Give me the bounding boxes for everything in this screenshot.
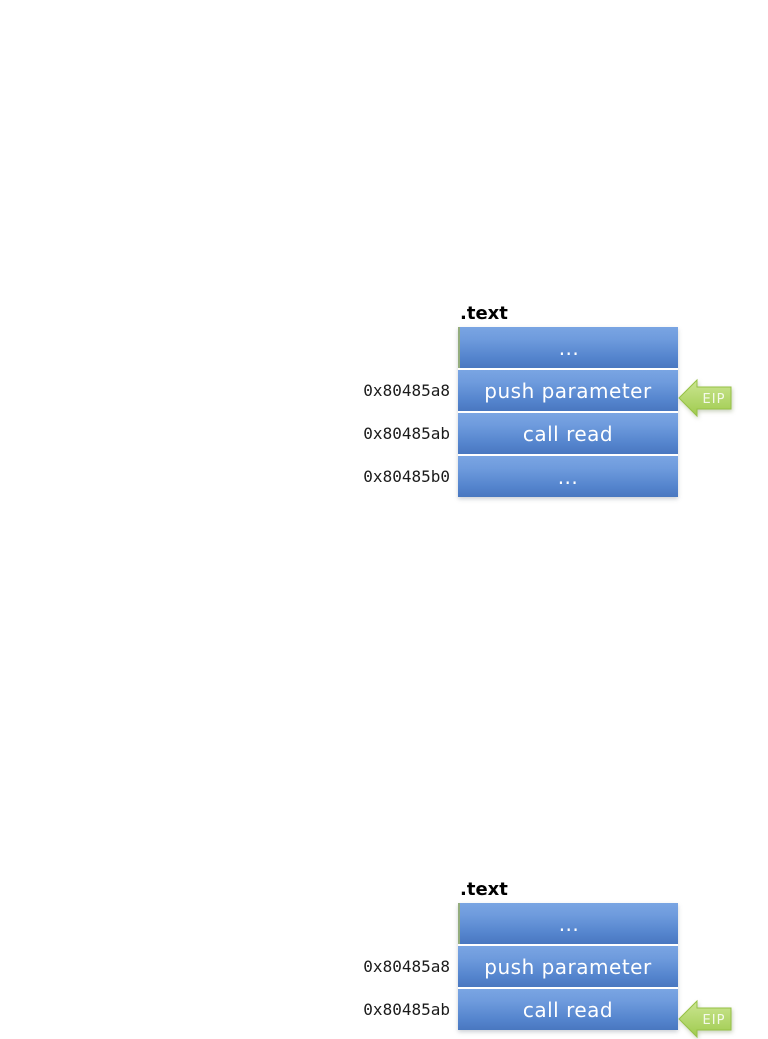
eip-arrow-shape xyxy=(678,378,732,418)
eip-label: EIP xyxy=(703,1013,726,1028)
memory-row: 0x80485ab call read EIP xyxy=(363,989,732,1039)
eip-label: EIP xyxy=(703,392,726,407)
instruction-label: push parameter xyxy=(484,378,652,403)
section-label: .text xyxy=(460,879,508,900)
instruction-label: ... xyxy=(558,911,580,936)
memory-row: 0x80485a8 push parameter xyxy=(363,946,678,987)
address-label: 0x80485a8 xyxy=(363,381,450,400)
eip-arrow-icon: EIP xyxy=(678,378,732,418)
memory-row: 0x80485b0 ... xyxy=(363,456,678,497)
address-label: 0x80485ab xyxy=(363,1000,450,1019)
instruction-label: call read xyxy=(522,997,614,1022)
memory-row: ... xyxy=(458,903,678,944)
address-label: 0x80485a8 xyxy=(363,957,450,976)
instruction-label: ... xyxy=(557,464,579,489)
instruction-label: push parameter xyxy=(484,954,652,979)
eip-arrow-icon: EIP xyxy=(678,999,732,1039)
memory-row: 0x80485ab call read xyxy=(363,413,678,454)
address-label: 0x80485ab xyxy=(363,424,450,443)
memory-diagram-2: .text ... 0x80485a8 push parameter 0x804… xyxy=(363,879,732,1039)
memory-row: ... xyxy=(458,327,678,368)
address-label: 0x80485b0 xyxy=(363,467,450,486)
instruction-label: ... xyxy=(558,335,580,360)
memory-diagram-1: .text ... 0x80485a8 push parameter EIP 0… xyxy=(363,303,732,497)
memory-row: 0x80485a8 push parameter EIP xyxy=(363,370,732,418)
section-label: .text xyxy=(460,303,508,324)
memory-box: ... 0x80485a8 push parameter EIP 0x80485… xyxy=(363,327,732,497)
instruction-label: call read xyxy=(522,421,614,446)
memory-box: ... 0x80485a8 push parameter 0x80485ab c… xyxy=(363,903,732,1039)
